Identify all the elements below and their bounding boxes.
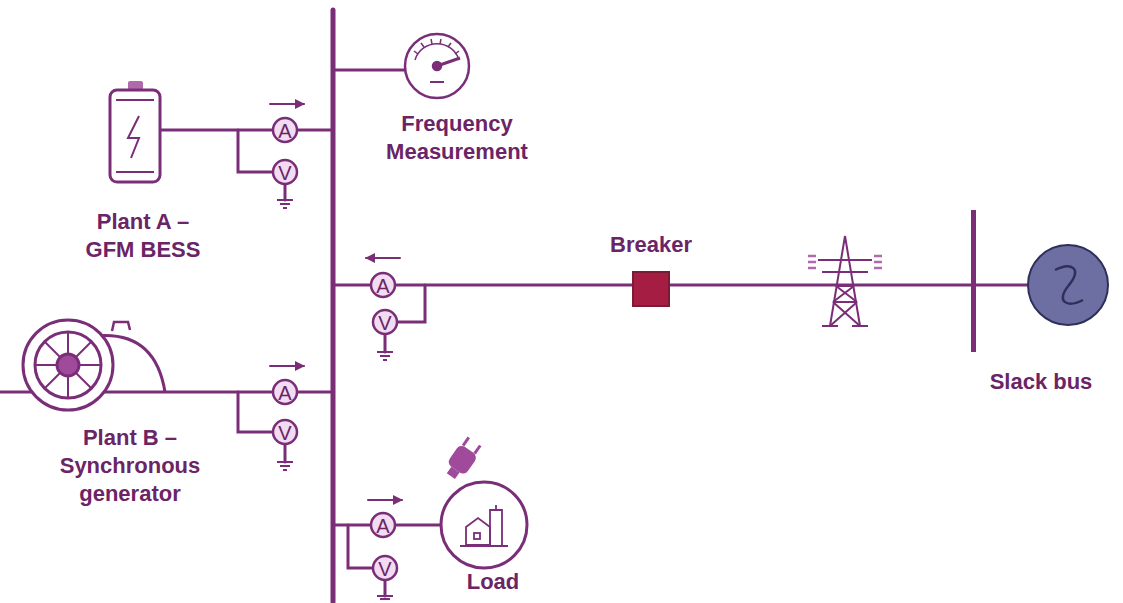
node-label: Plant B – Synchronous generator: [50, 424, 210, 508]
transmission-line: [670, 284, 971, 287]
main-bus: [331, 10, 336, 602]
meter-letter: A: [278, 383, 291, 403]
load-label: Load: [438, 568, 548, 596]
plant-label: Plant A – GFM BESS: [70, 208, 216, 264]
generator-icon: [23, 320, 165, 410]
node-label: Frequency Measurement: [367, 110, 547, 166]
node-label: Load: [438, 568, 548, 596]
plant-label: Plant B – Synchronous generator: [50, 424, 210, 508]
meter-letter: V: [378, 313, 391, 333]
meter-letter: V: [278, 423, 291, 443]
source-wave: [1055, 266, 1083, 303]
meter-letter: V: [378, 559, 391, 579]
node-label: Slack bus: [911, 368, 1123, 396]
node-label: Plant A – GFM BESS: [70, 208, 216, 264]
node-label: Breaker: [574, 231, 728, 259]
measurement-label: Frequency Measurement: [367, 110, 547, 166]
slack-bus-symbol: [971, 210, 1111, 352]
battery-icon: [110, 81, 160, 182]
grid-source: [1028, 245, 1108, 325]
meter-circles: [273, 118, 397, 580]
breaker-box: Breaker: [632, 271, 670, 307]
slack-feeder: [975, 284, 1028, 287]
meter-letter: A: [376, 516, 389, 536]
slack-bus: Slack bus: [971, 210, 1111, 352]
meter-letter: V: [278, 163, 291, 183]
ground-symbols: [277, 200, 393, 599]
transmission-tower: [808, 236, 882, 326]
frequency-gauge: [405, 34, 469, 98]
load-icon: [441, 435, 527, 568]
meter-letter: A: [376, 276, 389, 296]
bus-bar: [971, 210, 976, 352]
meter-letter: A: [278, 121, 291, 141]
